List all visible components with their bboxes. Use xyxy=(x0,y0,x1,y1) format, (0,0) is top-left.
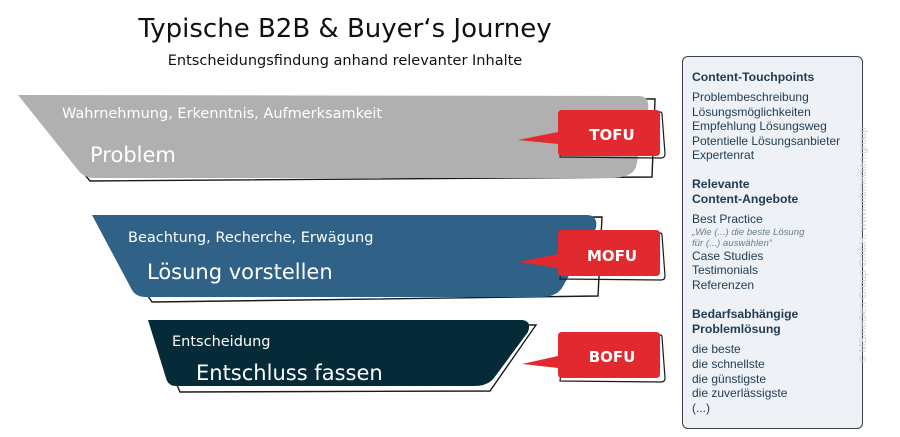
list-item: Problembeschreibung xyxy=(692,90,809,104)
copyright-notice: © MBmedien Group GmbH, www.mbmedien.grou… xyxy=(848,80,878,410)
badge-mofu: MOFU xyxy=(518,230,666,281)
quote-line: für (...) auswählen“ xyxy=(692,237,772,249)
section-heading: Content-Angebote xyxy=(692,191,799,206)
section-heading: Relevante xyxy=(692,176,750,191)
list-item: Empfehlung Lösungsweg xyxy=(692,119,827,134)
badge-label-tofu: TOFU xyxy=(589,126,634,144)
badge-label-bofu: BOFU xyxy=(589,348,636,366)
funnel-stage-mofu: Beachtung, Recherche, Erwägung Lösung vo… xyxy=(92,215,603,303)
stage-title-bofu: Entschluss fassen xyxy=(196,361,383,385)
content-panel: Content-Touchpoints Problembeschreibung … xyxy=(682,56,863,429)
list-item: Expertenrat xyxy=(692,148,755,163)
stage-subtitle-bofu: Entscheidung xyxy=(172,334,271,350)
stage-band-tofu xyxy=(18,95,649,178)
badge-bofu: BOFU xyxy=(522,332,666,383)
stage-subtitle-tofu: Wahrnehmung, Erkenntnis, Aufmerksamkeit xyxy=(62,106,382,122)
list-item: Lösungsmöglichkeiten xyxy=(692,104,811,119)
stage-band-mofu xyxy=(92,215,597,297)
quote-line: „Wie (...) die beste Lösung xyxy=(692,226,805,238)
page-title: Typische B2B & Buyer‘s Journey xyxy=(138,14,552,44)
copyright-text: © MBmedien Group GmbH, www.mbmedien.grou… xyxy=(857,127,869,363)
list-item: die schnellste xyxy=(692,356,765,371)
list-item: die beste xyxy=(692,342,741,357)
section-problemloesung: Bedarfsabhängige Problemlösung die beste… xyxy=(692,307,862,415)
list-item: (...) xyxy=(692,400,710,415)
section-content-touchpoints: Content-Touchpoints Problembeschreibung … xyxy=(692,70,862,163)
list-item: Testimonials xyxy=(692,263,759,278)
list-item: Referenzen xyxy=(692,277,755,292)
stage-title-mofu: Lösung vorstellen xyxy=(147,260,333,284)
badge-tofu: TOFU xyxy=(518,110,666,159)
badge-label-mofu: MOFU xyxy=(587,247,637,265)
stage-subtitle-mofu: Beachtung, Recherche, Erwägung xyxy=(128,230,373,246)
section-content-angebote: Relevante Content-Angebote Best Practice… xyxy=(692,177,862,292)
list-item: Case Studies xyxy=(692,248,764,263)
funnel-stage-bofu: Entscheidung Entschluss fassen xyxy=(148,320,538,393)
funnel-stage-tofu: Wahrnehmung, Erkenntnis, Aufmerksamkeit … xyxy=(18,95,656,182)
section-heading: Problemlösung xyxy=(692,322,781,337)
section-heading: Bedarfsabhängige xyxy=(692,307,799,322)
page-subtitle: Entscheidungsfindung anhand relevanter I… xyxy=(167,53,523,69)
list-item: Best Practice xyxy=(692,211,763,226)
list-item: die zuverlässigste xyxy=(692,386,788,401)
stage-title-tofu: Problem xyxy=(90,143,176,167)
stage-band-bofu xyxy=(148,320,530,386)
section-heading: Content-Touchpoints xyxy=(692,70,815,84)
list-item: die günstigste xyxy=(692,371,767,386)
list-item: Potentielle Lösungsanbieter xyxy=(692,133,841,148)
